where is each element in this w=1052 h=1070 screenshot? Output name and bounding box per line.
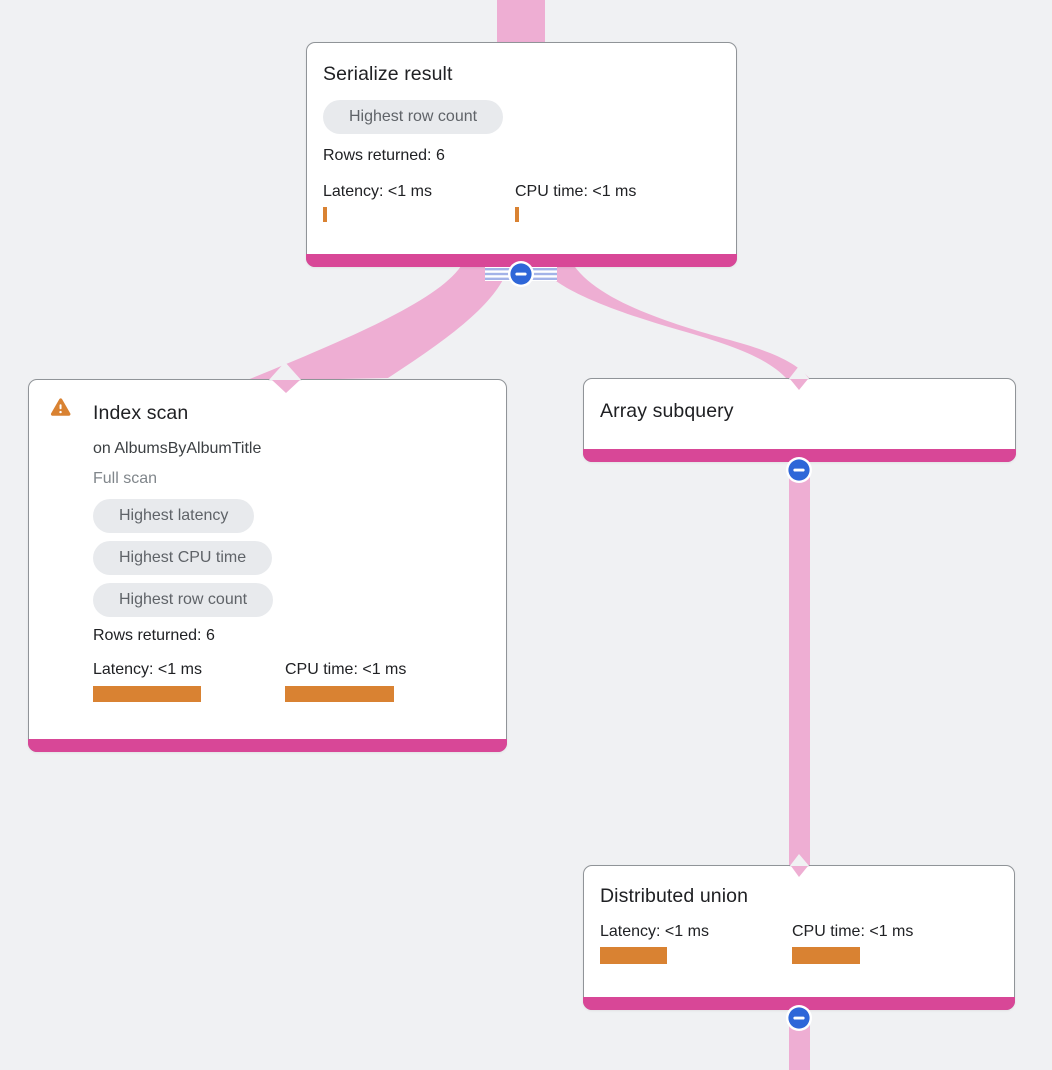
cpu-time-bar	[285, 686, 394, 702]
rows-returned-label: Rows returned: 6	[323, 147, 445, 164]
edge-top-to-serialize-result	[497, 0, 545, 44]
minus-icon	[793, 468, 805, 472]
badge-highest-row-count: Highest row count	[323, 100, 504, 134]
rows-returned-label: Rows returned: 6	[93, 627, 215, 644]
node-title: Array subquery	[600, 400, 734, 422]
node-subtitle: on AlbumsByAlbumTitle	[93, 440, 262, 457]
minus-icon	[793, 1016, 805, 1020]
badge-highest-row-count: Highest row count	[93, 583, 274, 617]
cpu-time-label: CPU time: <1 ms	[285, 661, 407, 678]
latency-bar	[93, 686, 201, 702]
badge-highest-cpu-time: Highest CPU time	[93, 541, 273, 575]
node-title: Distributed union	[600, 885, 749, 907]
edge-array-subquery-to-distributed-union	[789, 468, 810, 866]
plan-node-distributed-union[interactable]: Distributed union Latency: <1 ms CPU tim…	[583, 865, 1015, 1010]
node-bottom-bar	[583, 449, 1016, 462]
latency-bar	[600, 947, 667, 964]
cpu-time-label: CPU time: <1 ms	[515, 183, 637, 200]
cpu-time-bar	[515, 207, 519, 222]
latency-label: Latency: <1 ms	[93, 661, 202, 678]
node-bottom-bar	[583, 997, 1015, 1010]
full-scan-note: Full scan	[93, 470, 158, 487]
collapse-button-distributed-union[interactable]	[785, 1004, 813, 1032]
latency-label: Latency: <1 ms	[600, 923, 709, 940]
node-title: Serialize result	[323, 63, 453, 85]
badge-highest-latency: Highest latency	[93, 499, 255, 533]
plan-node-index-scan[interactable]: Index scan on AlbumsByAlbumTitle Full sc…	[28, 379, 507, 752]
latency-label: Latency: <1 ms	[323, 183, 432, 200]
plan-node-serialize-result[interactable]: Serialize result Highest row count Rows …	[306, 42, 737, 267]
edge-serialize-to-array-subquery	[543, 252, 810, 380]
plan-node-array-subquery[interactable]: Array subquery	[583, 378, 1016, 462]
cpu-time-bar	[792, 947, 860, 964]
node-bottom-bar	[28, 739, 507, 752]
node-title: Index scan	[93, 402, 189, 424]
cpu-time-label: CPU time: <1 ms	[792, 923, 914, 940]
edge-serialize-to-index-scan	[245, 252, 509, 381]
collapse-button-array-subquery[interactable]	[785, 456, 813, 484]
minus-icon	[515, 272, 527, 276]
latency-bar	[323, 207, 327, 222]
collapse-button-serialize-result[interactable]	[507, 260, 535, 288]
warning-icon	[50, 398, 71, 416]
